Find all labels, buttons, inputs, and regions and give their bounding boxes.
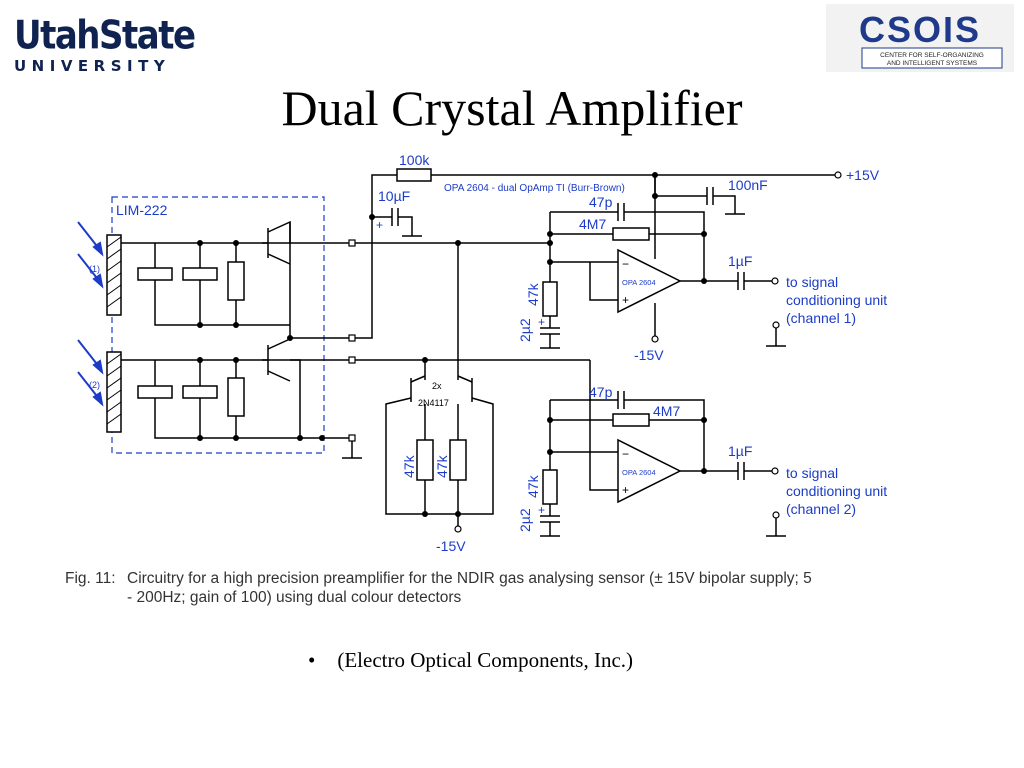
circuit-schematic: 100k OPA 2604 - dual OpAmp TI (Burr-Brow… [77,152,887,554]
resistor-100k [396,168,432,182]
label-detector-2: (2) [89,380,100,390]
label-jfet-type: 2N4117 [418,398,449,408]
label-out2-line1: to signal [786,465,838,481]
opamp-2 [617,438,682,504]
usu-logo: UtahState UNIVERSITY [14,14,204,74]
label-opamp-2-plus: + [622,483,629,497]
label-supply-pos: +15V [846,167,880,183]
source-text: (Electro Optical Components, Inc.) [337,648,634,672]
detector-2 [106,351,122,433]
label-cap-1u-2: 1µF [728,443,752,459]
caption-label: Fig. 11: [65,570,116,587]
label-out1-line3: (channel 1) [786,310,856,326]
label-out2-line2: conditioning unit [786,483,887,499]
label-r-47k-2: 47k [525,474,541,498]
label-opamp-1-minus: − [622,257,629,271]
label-jfet-count: 2x [432,381,442,391]
detector-1 [106,234,122,316]
caption-line-2: - 200Hz; gain of 100) using dual colour … [127,589,462,606]
label-cap-2u2-2: 2µ2 [517,508,533,532]
label-cap-10u: 10µF [378,188,410,204]
label-r-47k-1: 47k [525,282,541,306]
usu-logo-sub: UNIVERSITY [14,57,171,75]
label-supply-neg-1: -15V [634,347,664,363]
csois-logo-line2: AND INTELLIGENT SYSTEMS [887,60,978,67]
label-supply-neg-2: -15V [436,538,466,554]
csois-logo-line1: CENTER FOR SELF-ORGANIZING [880,52,984,59]
label-cap-47p-1: 47p [589,194,613,210]
bullet-dot: • [308,648,316,672]
source-bullet: • (Electro Optical Components, Inc.) [308,648,633,673]
csois-logo-word: CSOIS [859,9,981,50]
label-cap-47p-2: 47p [589,384,613,400]
label-opamp-1: OPA 2604 [622,278,656,287]
label-opamp-2: OPA 2604 [622,468,656,477]
label-lim-222: LIM-222 [116,202,168,218]
label-out1-line2: conditioning unit [786,292,887,308]
label-opamp-2-minus: − [622,447,629,461]
label-plus-2u2-2: + [538,503,545,517]
label-r-4m7-2: 4M7 [653,403,680,419]
label-cap-100n: 100nF [728,177,768,193]
label-r-4m7-1: 4M7 [579,216,606,232]
label-opamp-note: OPA 2604 - dual OpAmp TI (Burr-Brown) [444,183,625,194]
csois-logo: CSOIS CENTER FOR SELF-ORGANIZING AND INT… [826,4,1014,72]
label-plus-2u2-1: + [538,315,545,329]
label-opamp-1-plus: + [622,293,629,307]
page-title: Dual Crystal Amplifier [281,80,743,136]
label-out2-line3: (channel 2) [786,501,856,517]
label-r-47k-b: 47k [434,454,450,478]
label-r-47k-a: 47k [401,454,417,478]
usu-logo-word: UtahState [14,12,196,59]
lim-222-box [111,196,325,454]
caption-line-1: Circuitry for a high precision preamplif… [127,570,812,587]
figure-caption: Fig. 11: Circuitry for a high precision p… [65,569,965,607]
label-out1-line1: to signal [786,274,838,290]
label-plus-10u: + [376,218,383,232]
label-detector-1: (1) [89,264,100,274]
label-r-100k: 100k [399,152,430,168]
label-cap-1u-1: 1µF [728,253,752,269]
label-cap-2u2-1: 2µ2 [517,318,533,342]
opamp-1 [617,248,682,314]
